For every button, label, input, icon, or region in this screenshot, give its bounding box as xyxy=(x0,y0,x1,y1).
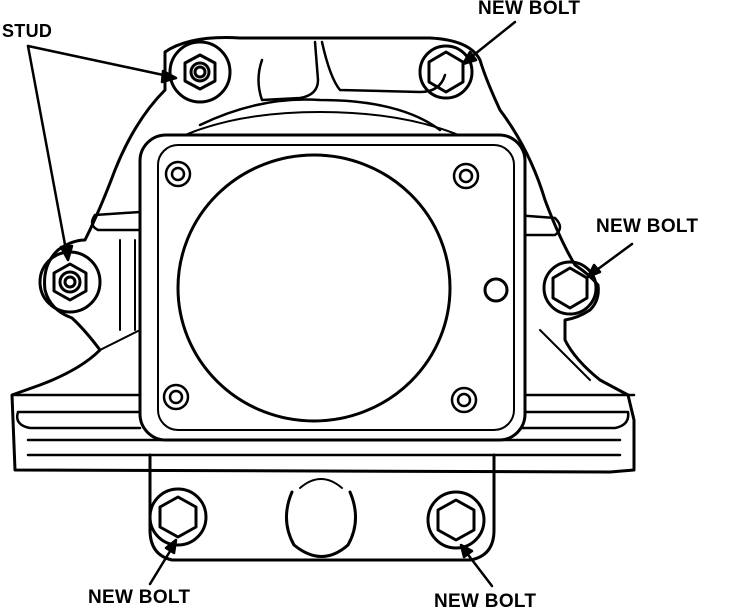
label-new-bolt-bottom-right: NEW BOLT xyxy=(434,591,537,612)
center-bore xyxy=(176,153,452,423)
right-rib xyxy=(513,213,562,237)
bolt-top xyxy=(418,44,474,100)
stud-top xyxy=(168,40,232,104)
plate-screw-holes xyxy=(162,160,480,414)
bolt-bottom-right xyxy=(426,490,486,550)
bottom-lug xyxy=(285,490,357,558)
top-rib xyxy=(257,40,320,102)
lower-housing xyxy=(148,453,496,562)
leader-lines xyxy=(26,20,634,588)
label-new-bolt-right: NEW BOLT xyxy=(596,216,699,237)
label-new-bolt-top: NEW BOLT xyxy=(478,0,581,19)
label-new-bolt-bottom-left: NEW BOLT xyxy=(88,587,191,608)
label-stud: STUD xyxy=(2,21,53,41)
stud-left xyxy=(38,250,102,314)
bolt-right xyxy=(542,260,598,316)
bolt-bottom-left xyxy=(148,487,208,547)
pilot-hole xyxy=(483,277,509,303)
left-rib xyxy=(90,210,142,232)
outer-casting xyxy=(10,36,636,474)
